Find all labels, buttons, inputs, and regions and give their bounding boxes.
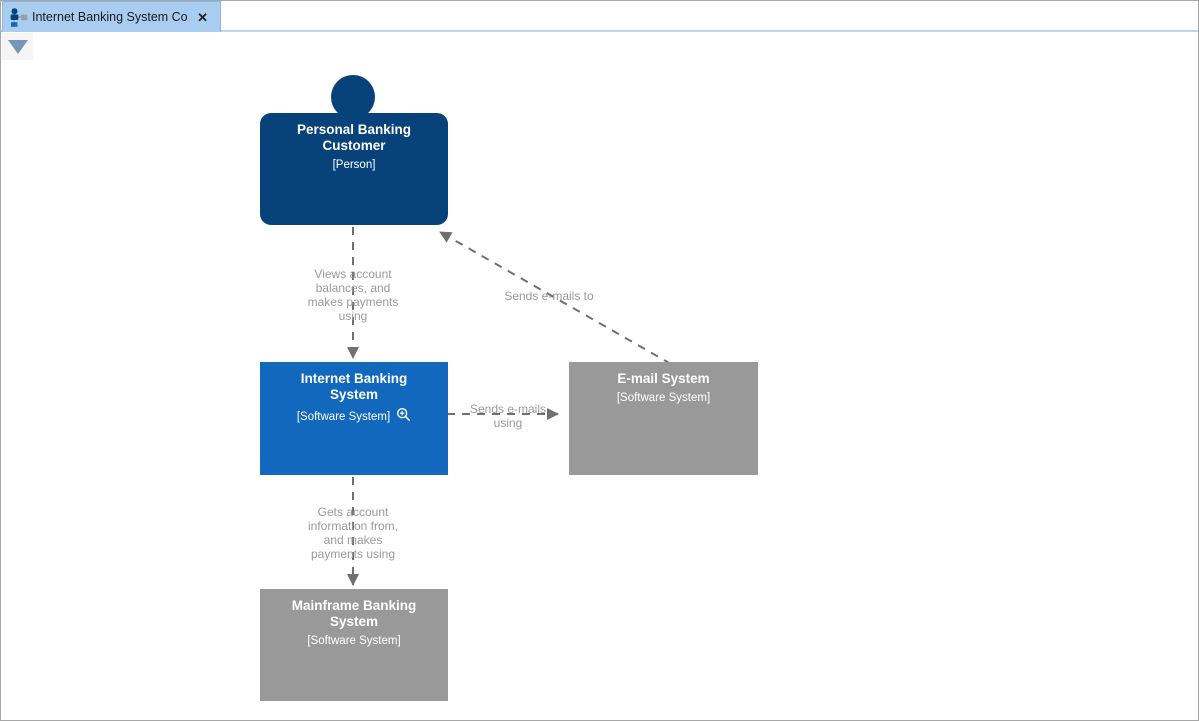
close-icon[interactable]: ✕ <box>197 9 208 25</box>
element-mainframe-banking-system[interactable]: Mainframe Banking System [Software Syste… <box>260 589 448 701</box>
relationship-label-email-to-customer: Sends e-mails to <box>504 289 594 303</box>
element-title: E-mail System <box>617 371 710 386</box>
element-internet-banking-system[interactable]: Internet Banking System [Software System… <box>260 362 448 475</box>
collapse-panel-button[interactable] <box>2 33 33 60</box>
tab-internet-banking-system-context[interactable]: Internet Banking System Co... ✕ <box>2 1 221 32</box>
tab-bar-underline <box>1 30 1198 32</box>
element-title: Internet Banking System <box>300 371 408 402</box>
element-subtitle: [Person] <box>332 159 376 171</box>
tab-bar: Internet Banking System Co... ✕ <box>1 1 1198 33</box>
element-subtitle: [Software System] <box>616 392 711 404</box>
element-subtitle: [Software System] <box>296 411 391 423</box>
element-title: Mainframe Banking System <box>291 598 417 629</box>
triangle-down-icon <box>7 39 28 54</box>
tab-title: Internet Banking System Co... <box>32 10 188 24</box>
element-personal-banking-customer[interactable]: Personal Banking Customer [Person] <box>260 113 448 225</box>
element-subtitle: [Software System] <box>307 635 401 647</box>
relationship-label-ibs-to-email: Sends e-mails using <box>469 402 547 430</box>
person-head-icon <box>331 75 375 119</box>
element-title: Personal Banking Customer <box>296 122 412 153</box>
relationship-label-customer-to-ibs: Views account balances, and makes paymen… <box>307 267 399 323</box>
relationship-label-ibs-to-mainframe: Gets account information from, and makes… <box>307 505 399 561</box>
element-email-system[interactable]: E-mail System [Software System] <box>569 362 758 475</box>
zoom-in-icon[interactable] <box>396 407 411 427</box>
diagram-canvas[interactable]: Views account balances, and makes paymen… <box>2 32 1197 719</box>
diagram-icon <box>8 7 29 28</box>
